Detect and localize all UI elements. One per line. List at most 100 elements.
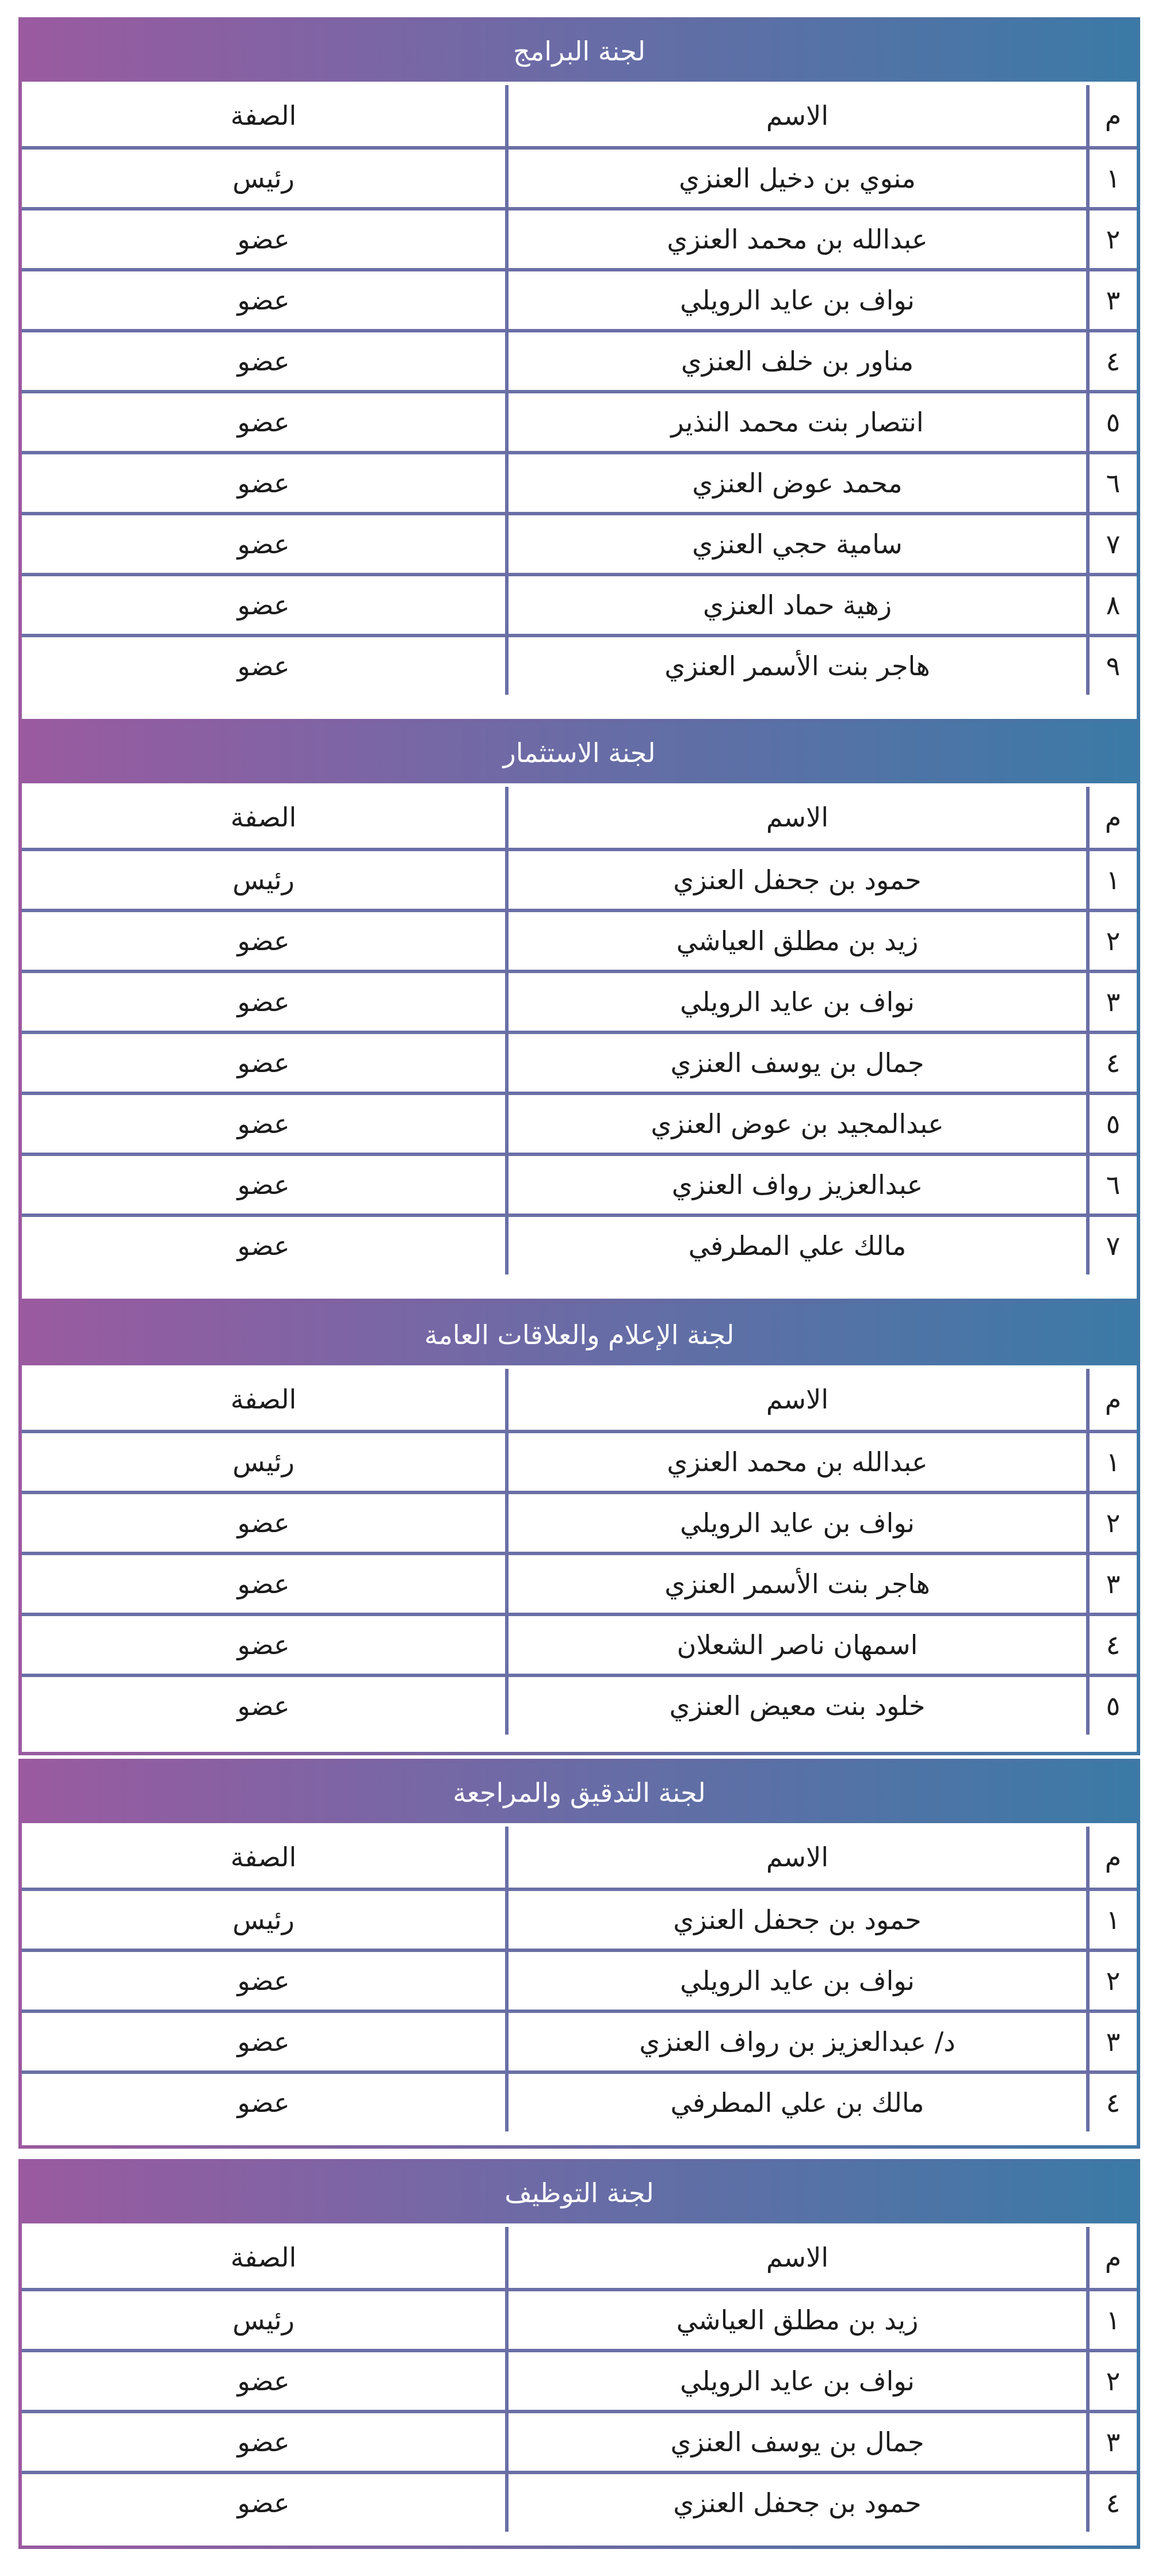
member-name: جمال بن يوسف العنزي: [505, 2413, 1086, 2471]
member-number: ٣: [1086, 2413, 1137, 2471]
member-number: ٤: [1086, 1616, 1137, 1674]
member-name: د/ عبدالعزيز بن رواف العنزي: [505, 2013, 1086, 2070]
member-number: ٤: [1086, 2074, 1137, 2131]
member-role: عضو: [237, 650, 290, 682]
member-name: منوي بن دخيل العنزي: [505, 150, 1086, 207]
member-name: حمود بن جحفل العنزي: [505, 1891, 1086, 1949]
member-name: نواف بن عايد الرويلي: [505, 973, 1086, 1031]
member-role: عضو: [237, 1568, 290, 1599]
member-name: محمد عوض العنزي: [505, 454, 1086, 512]
column-header-name: الاسم: [505, 1827, 1086, 1888]
committee-title: لجنة الإعلام والعلاقات العامة: [22, 1304, 1137, 1369]
column-header-name: الاسم: [505, 85, 1086, 146]
member-name: نواف بن عايد الرويلي: [505, 271, 1086, 329]
member-name: خلود بنت معيض العنزي: [505, 1677, 1086, 1735]
member-number: ٧: [1086, 1217, 1137, 1274]
committee-title: لجنة الاستثمار: [22, 722, 1137, 787]
member-name: عبدالله بن محمد العنزي: [505, 210, 1086, 268]
member-name: اسمهان ناصر الشعلان: [505, 1616, 1086, 1674]
member-role: رئيس: [232, 2305, 295, 2336]
member-number: ٤: [1086, 2474, 1137, 2532]
member-role: عضو: [237, 2426, 290, 2458]
member-role: عضو: [237, 2487, 290, 2518]
member-number: ٤: [1086, 332, 1137, 390]
member-name: مالك بن علي المطرفي: [505, 2074, 1086, 2131]
member-name: انتصار بنت محمد النذير: [505, 393, 1086, 451]
column-header-role: الصفة: [230, 802, 297, 833]
member-role: عضو: [237, 1047, 290, 1078]
member-number: ٨: [1086, 576, 1137, 634]
member-role: عضو: [237, 590, 290, 621]
member-name: جمال بن يوسف العنزي: [505, 1034, 1086, 1092]
member-name: زيد بن مطلق العياشي: [505, 2291, 1086, 2349]
member-number: ١: [1086, 1891, 1137, 1949]
member-number: ٦: [1086, 454, 1137, 512]
member-role: عضو: [237, 1169, 290, 1200]
member-number: ٣: [1086, 2013, 1137, 2070]
member-role: عضو: [237, 2087, 290, 2118]
member-number: ٢: [1086, 210, 1137, 268]
member-role: عضو: [237, 529, 290, 560]
member-role: عضو: [237, 2366, 290, 2397]
member-number: ٢: [1086, 2352, 1137, 2410]
member-number: ٧: [1086, 515, 1137, 573]
member-number: ٥: [1086, 1677, 1137, 1735]
member-name: مالك علي المطرفي: [505, 1217, 1086, 1274]
member-number: ١: [1086, 851, 1137, 909]
member-name: زيد بن مطلق العياشي: [505, 912, 1086, 970]
column-header-name: الاسم: [505, 2227, 1086, 2288]
member-number: ٥: [1086, 393, 1137, 451]
member-number: ٥: [1086, 1095, 1137, 1153]
member-role: عضو: [237, 1629, 290, 1660]
member-number: ٢: [1086, 1952, 1137, 2009]
member-role: عضو: [237, 285, 290, 316]
column-header-num: م: [1086, 787, 1137, 848]
member-number: ٣: [1086, 973, 1137, 1031]
committee-title: لجنة التوظيف: [22, 2162, 1137, 2227]
member-role: رئيس: [232, 163, 295, 194]
member-name: نواف بن عايد الرويلي: [505, 1494, 1086, 1552]
committee-title: لجنة البرامج: [22, 21, 1137, 85]
member-number: ٩: [1086, 637, 1137, 695]
member-role: عضو: [237, 1108, 290, 1139]
column-header-role: الصفة: [230, 1842, 297, 1873]
member-name: مناور بن خلف العنزي: [505, 332, 1086, 390]
member-number: ٣: [1086, 271, 1137, 329]
member-number: ١: [1086, 150, 1137, 207]
member-role: عضو: [237, 986, 290, 1017]
member-number: ٤: [1086, 1034, 1137, 1092]
column-header-role: الصفة: [230, 100, 297, 131]
member-name: عبدالمجيد بن عوض العنزي: [505, 1095, 1086, 1153]
member-number: ٣: [1086, 1555, 1137, 1613]
member-name: هاجر بنت الأسمر العنزي: [505, 1555, 1086, 1613]
member-name: هاجر بنت الأسمر العنزي: [505, 637, 1086, 695]
column-header-num: م: [1086, 1369, 1137, 1430]
member-role: عضو: [237, 224, 290, 255]
member-name: حمود بن جحفل العنزي: [505, 2474, 1086, 2532]
member-role: عضو: [237, 407, 290, 438]
